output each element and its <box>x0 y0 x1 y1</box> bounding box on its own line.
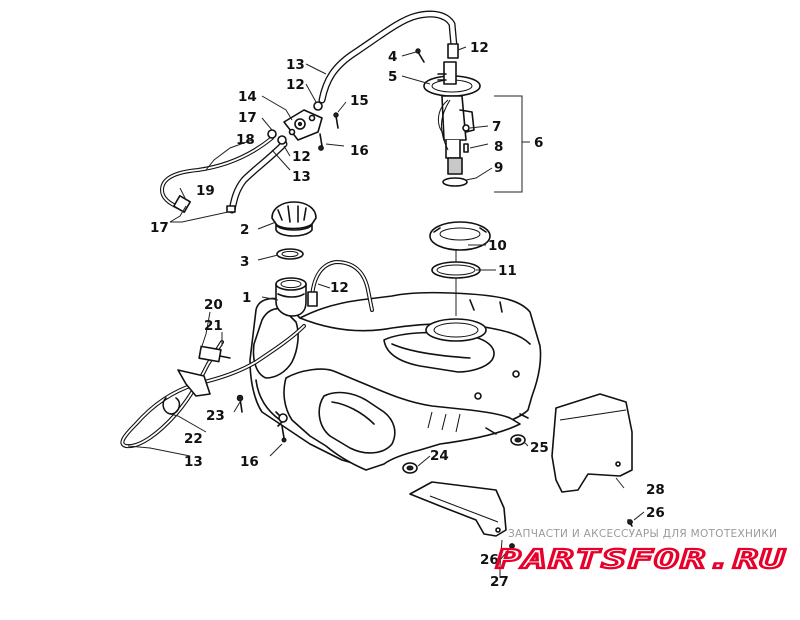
callout-26-right: 26 <box>646 505 665 521</box>
callout-20: 20 <box>204 297 223 313</box>
vent-line-lower <box>120 324 306 449</box>
vent-hose-18 <box>160 136 274 213</box>
fuel-cap <box>271 201 317 237</box>
callout-4: 4 <box>388 49 397 65</box>
watermark: ЗАПЧАСТИ И АКСЕССУАРЫ ДЛЯ МОТОТЕХНИКИ PA… <box>495 528 787 576</box>
callout-12-top: 12 <box>470 40 489 56</box>
callout-21: 21 <box>204 318 223 334</box>
lock-ring <box>429 221 491 251</box>
callout-6: 6 <box>534 135 543 151</box>
callout-2: 2 <box>240 222 249 238</box>
callout-13-top: 13 <box>286 57 305 73</box>
heat-shield-27 <box>409 481 507 537</box>
breather-hose <box>307 260 374 312</box>
callout-15: 15 <box>350 93 369 109</box>
watermark-logo: PARTSFOR.RU <box>496 545 787 575</box>
grommet-24 <box>402 462 418 474</box>
fuel-pump-assembly <box>415 48 481 187</box>
check-valve <box>267 101 339 151</box>
callout-17-bottom: 17 <box>150 220 169 236</box>
callout-18: 18 <box>236 132 255 148</box>
callout-23: 23 <box>206 408 225 424</box>
callout-7: 7 <box>492 119 501 135</box>
fuel-tank <box>249 291 542 471</box>
callout-9: 9 <box>494 160 503 176</box>
callout-13-mid: 13 <box>292 169 311 185</box>
callout-8: 8 <box>494 139 503 155</box>
callout-22: 22 <box>184 431 203 447</box>
leader-lines <box>127 46 645 578</box>
filler-neck <box>275 277 307 317</box>
callout-17-top: 17 <box>238 110 257 126</box>
callout-27: 27 <box>490 574 509 590</box>
callout-3: 3 <box>240 254 249 270</box>
callout-1: 1 <box>242 290 251 306</box>
callout-11: 11 <box>498 263 517 279</box>
callout-19: 19 <box>196 183 215 199</box>
callout-25: 25 <box>530 440 549 456</box>
grommet-25 <box>510 434 526 446</box>
callout-12-neck: 12 <box>330 280 349 296</box>
heat-shield-28 <box>551 393 633 493</box>
callout-16-top: 16 <box>350 143 369 159</box>
fuel-hose-left <box>226 140 288 214</box>
callout-14: 14 <box>238 89 257 105</box>
fuel-hose-upper <box>318 10 459 104</box>
callout-24: 24 <box>430 448 449 464</box>
callout-5: 5 <box>388 69 397 85</box>
callout-26-bottom: 26 <box>480 552 499 568</box>
callout-numbers: 1 2 3 4 5 6 7 8 9 10 11 12 12 12 12 13 1… <box>150 40 665 590</box>
callout-28: 28 <box>646 482 665 498</box>
pump-seal <box>431 261 481 279</box>
callout-13-bottom: 13 <box>184 454 203 470</box>
callout-10: 10 <box>488 238 507 254</box>
callout-12-valve: 12 <box>286 77 305 93</box>
cap-gasket <box>276 248 304 260</box>
callout-16-bottom: 16 <box>240 454 259 470</box>
watermark-caption: ЗАПЧАСТИ И АКСЕССУАРЫ ДЛЯ МОТОТЕХНИКИ <box>508 528 777 540</box>
callout-12-hose: 12 <box>292 149 311 165</box>
